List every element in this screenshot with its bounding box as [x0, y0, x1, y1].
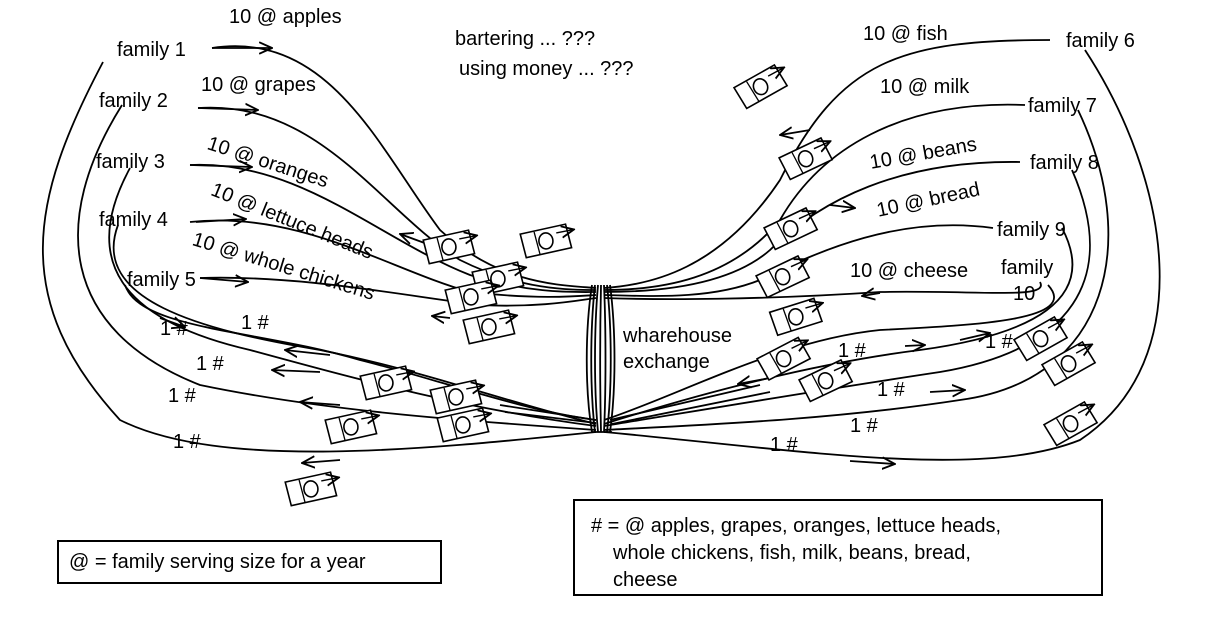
- money-bill-icon: [325, 409, 381, 444]
- family-10-label-number: 10: [1013, 283, 1036, 305]
- money-bill-icon: [777, 136, 838, 181]
- family-6-label: family 6: [1066, 30, 1135, 52]
- money-bill-icon: [520, 223, 576, 258]
- goods-cheese: 10 @ cheese: [850, 260, 969, 282]
- return-label-left: 1 #: [168, 385, 196, 407]
- money-bill-icon: [423, 229, 479, 264]
- money-bill-icon: [732, 62, 793, 110]
- loop-family-8: [603, 169, 1091, 427]
- family-5-label: family 5: [127, 269, 196, 291]
- loop-family-3: [108, 167, 597, 427]
- exchange-label-line1: wharehouse: [623, 325, 732, 347]
- return-label-left: 1 #: [196, 353, 224, 375]
- family-8-label: family 8: [1030, 152, 1099, 174]
- legend-hash-line2: whole chickens, fish, milk, beans, bread…: [613, 542, 971, 564]
- goods-grapes: 10 @ grapes: [201, 74, 316, 96]
- legend-at: @ = family serving size for a year: [57, 540, 442, 584]
- legend-at-text: @ = family serving size for a year: [69, 551, 366, 573]
- money-bill-icon: [1042, 399, 1103, 447]
- money-bill-icon: [437, 407, 493, 442]
- exchange-label-line2: exchange: [623, 351, 710, 373]
- return-label-right: 1 #: [850, 415, 878, 437]
- family-10-label-word: family: [1001, 257, 1054, 279]
- loop-family-6: [603, 49, 1161, 461]
- goods-fish: 10 @ fish: [863, 23, 948, 45]
- title-money: using money ... ???: [459, 58, 634, 80]
- money-bill-icon: [769, 297, 827, 336]
- return-label-right: 1 #: [985, 331, 1013, 353]
- loop-family-1: [42, 61, 597, 453]
- money-bill-icon: [285, 471, 341, 506]
- loop-family-7: [603, 109, 1110, 431]
- return-label-right: 1 #: [770, 434, 798, 456]
- money-bill-icon: [762, 206, 823, 251]
- return-label-left: 1 #: [241, 312, 269, 334]
- title-bartering: bartering ... ???: [455, 28, 596, 50]
- return-label-right: 1 #: [838, 340, 866, 362]
- family-1-label: family 1: [117, 39, 186, 61]
- return-label-left: 1 #: [160, 318, 188, 340]
- goods-milk: 10 @ milk: [880, 76, 970, 98]
- legend-hash: # = @ apples, grapes, oranges, lettuce h…: [573, 499, 1103, 596]
- family-9-label: family 9: [997, 219, 1066, 241]
- legend-hash-line3: cheese: [613, 569, 678, 591]
- legend-hash-line1: # = @ apples, grapes, oranges, lettuce h…: [591, 515, 1002, 537]
- family-2-label: family 2: [99, 90, 168, 112]
- family-4-label: family 4: [99, 209, 168, 231]
- loop-family-5: [124, 284, 597, 421]
- money-bill-icon: [463, 309, 519, 344]
- goods-apples: 10 @ apples: [229, 6, 342, 28]
- return-label-right: 1 #: [877, 379, 905, 401]
- return-label-left: 1 #: [173, 431, 201, 453]
- loop-family-10: [603, 284, 1055, 421]
- family-7-label: family 7: [1028, 95, 1097, 117]
- family-3-label: family 3: [96, 151, 165, 173]
- money-bill-icon: [754, 254, 815, 299]
